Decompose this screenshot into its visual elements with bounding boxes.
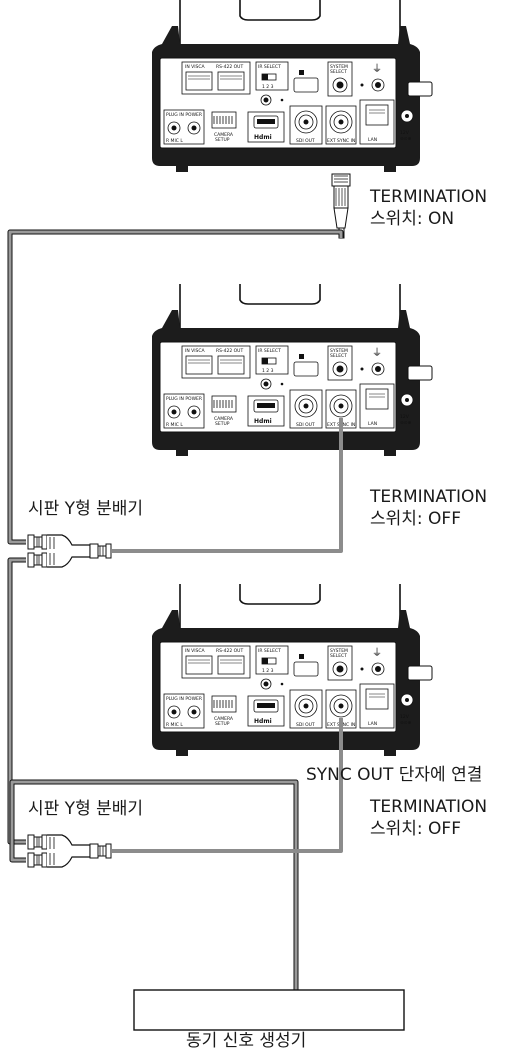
termination-label-1: TERMINATION 스위치: ON	[370, 186, 487, 230]
sync-generator-label: 동기 신호 생성기	[186, 1030, 306, 1052]
sync-connection-label: SYNC OUT 단자에 연결	[306, 764, 482, 786]
termination-title: TERMINATION	[370, 797, 488, 817]
termination-title: TERMINATION	[370, 487, 488, 507]
cable-network	[7, 229, 344, 990]
y-splitter-2	[28, 835, 111, 867]
termination-title: TERMINATION	[370, 187, 488, 207]
termination-label-2: TERMINATION 스위치: OFF	[370, 486, 487, 530]
camera-unit-3	[151, 583, 433, 757]
camera-unit-2	[151, 283, 433, 457]
termination-label-3: TERMINATION 스위치: OFF	[370, 796, 487, 840]
termination-connector	[331, 173, 351, 239]
termination-state: 스위치: ON	[370, 209, 455, 229]
y-splitter-1	[28, 535, 111, 567]
splitter-label-1: 시판 Y형 분배기	[28, 498, 143, 520]
sync-generator-text: 동기 신호 생성기	[186, 1031, 307, 1051]
splitter-label-text: 시판 Y형 분배기	[28, 799, 144, 819]
splitter-label-2: 시판 Y형 분배기	[28, 798, 143, 820]
splitter-label-text: 시판 Y형 분배기	[28, 499, 144, 519]
termination-state: 스위치: OFF	[370, 819, 461, 839]
sync-connection-text: SYNC OUT 단자에 연결	[306, 765, 483, 785]
camera-unit-1	[151, 0, 433, 173]
sync-generator-box	[133, 989, 405, 1031]
termination-state: 스위치: OFF	[370, 509, 461, 529]
